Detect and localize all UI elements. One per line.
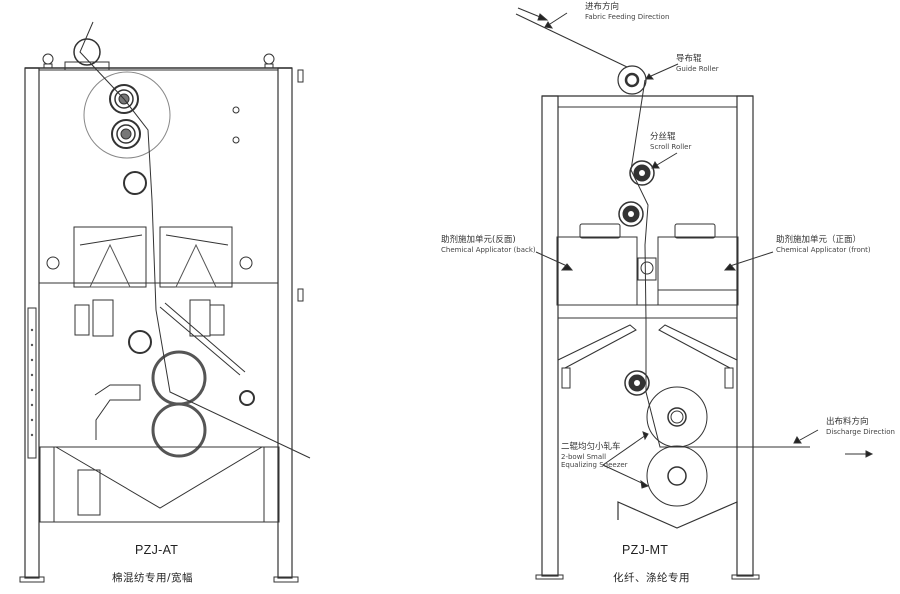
callout-scroll-roller: 分丝辊 Scroll Roller [650, 132, 692, 151]
callout-guide-roller: 导布辊 Guide Roller [676, 54, 719, 73]
callout-zh: 助剂施加单元(反面) [441, 235, 516, 245]
at-trough [38, 446, 280, 523]
callout-applicator-back: 助剂施加单元(反面) Chemical Applicator (back) [441, 235, 536, 254]
callout-en: Scroll Roller [650, 142, 692, 151]
callout-en-line2: Equalizing Sqeezer [561, 460, 628, 469]
callout-discharge: 出布料方向 Discharge Direction [826, 417, 895, 436]
callout-squeezer: 二辊均匀小轧车 2-bowl Small Equalizing Sqeezer [561, 442, 628, 469]
mt-fabric-feed-line [515, 13, 628, 68]
callout-zh: 出布料方向 [826, 417, 869, 427]
mt-lower-bowl [646, 445, 708, 507]
mt-applicators [556, 223, 739, 306]
at-fabric-path [79, 21, 311, 459]
callout-zh: 助剂施加单元（正面） [776, 235, 862, 245]
pzj-mt-usage-label: 化纤、涤纶专用 [613, 572, 690, 584]
mt-fabric-path [630, 79, 810, 448]
pzj-at-drawing [19, 21, 311, 583]
callout-en: Fabric Feeding Direction [585, 12, 670, 21]
mt-trough [617, 501, 738, 529]
callout-fabric-feeding: 进布方向 Fabric Feeding Direction [585, 2, 670, 21]
callout-en: Chemical Applicator (back) [441, 245, 536, 254]
callout-zh: 进布方向 [585, 2, 620, 12]
mt-upper-bowl [646, 386, 708, 448]
callout-en: Guide Roller [676, 64, 719, 73]
callout-en-line1: 2-bowl Small [561, 452, 607, 461]
at-cylinders [74, 299, 225, 354]
top-guide-roller [73, 38, 101, 66]
mt-guide-roller [617, 65, 647, 95]
padding-disc [83, 71, 171, 159]
pzj-mt-model-label: PZJ-MT [622, 543, 669, 557]
mt-scroll-rollers [618, 160, 655, 227]
pzj-at-usage-label: 棉混纺专用/宽幅 [112, 572, 194, 584]
pzj-at-model-label: PZJ-AT [135, 543, 179, 557]
callout-zh: 二辊均匀小轧车 [561, 442, 621, 452]
at-lower-squeeze-roller [151, 402, 207, 458]
callout-en: Chemical Applicator (front) [776, 245, 871, 254]
callout-zh: 导布辊 [676, 54, 702, 64]
callout-en: Discharge Direction [826, 427, 895, 436]
left-frame [19, 53, 304, 583]
callout-applicator-front: 助剂施加单元（正面） Chemical Applicator (front) [776, 235, 871, 254]
at-applicators [46, 226, 253, 288]
pzj-mt-drawing [515, 7, 874, 580]
callout-zh: 分丝辊 [650, 132, 676, 142]
